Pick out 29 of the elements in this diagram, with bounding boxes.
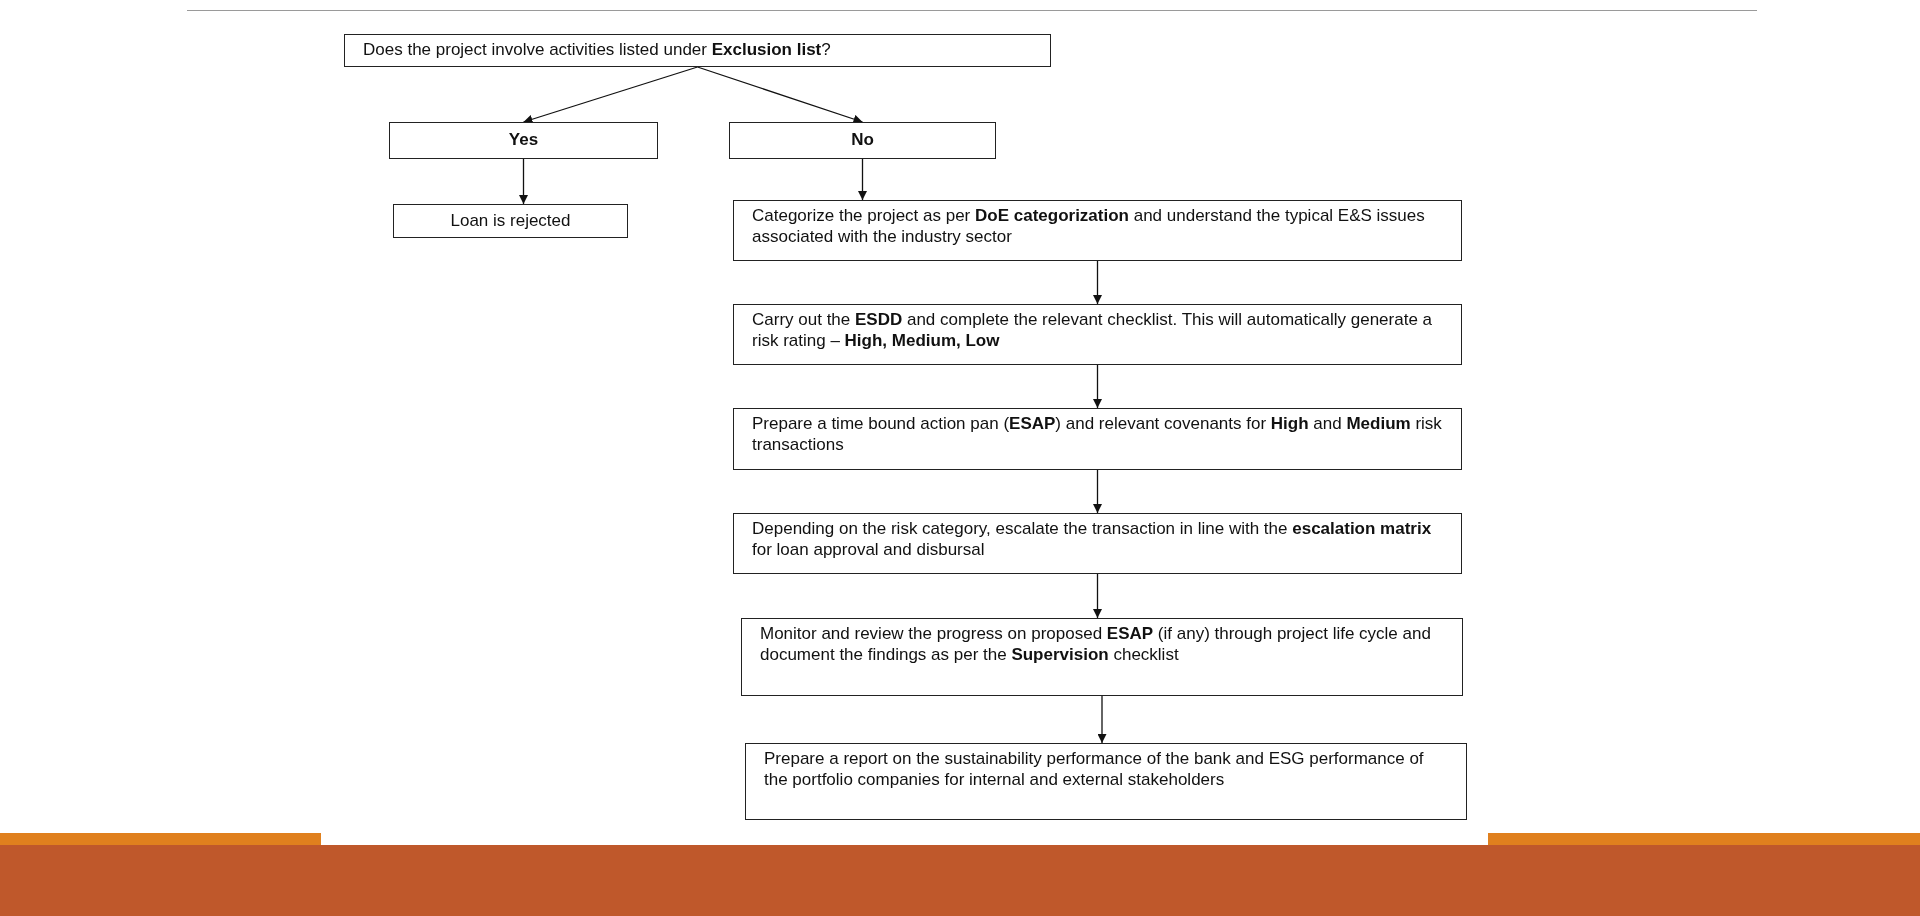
arrow bbox=[522, 66, 699, 124]
box-text: Yes bbox=[508, 130, 539, 151]
box-text: Does the project involve activities listed under Exclusion list? bbox=[363, 40, 831, 61]
box-text: Monitor and review the progress on proposed ESAP (if any) through project life cycle and document the findings as per the Supervision checklist bbox=[760, 624, 1432, 666]
process-box bbox=[389, 122, 658, 159]
arrow bbox=[1093, 573, 1102, 619]
arrow bbox=[1093, 260, 1102, 305]
arrow bbox=[696, 66, 864, 124]
arrow bbox=[1097, 695, 1107, 744]
box-text: Depending on the risk category, escalate the transaction in line with the escalation matrix for loan approval and disbursal bbox=[752, 519, 1433, 561]
box-text: Carry out the ESDD and complete the relevant checklist. This will automatically generate a risk rating – High, Medium, Low bbox=[752, 310, 1434, 352]
arrow bbox=[1093, 469, 1102, 514]
box-text: Prepare a report on the sustainability performance of the bank and ESG performance of the portfolio companies for internal and external stakeholders bbox=[764, 749, 1425, 791]
process-box bbox=[729, 122, 996, 159]
box-text: Categorize the project as per DoE categorization and understand the typical E&S issues associated with the industry sector bbox=[752, 206, 1426, 248]
arrow bbox=[519, 158, 528, 205]
box-text: Loan is rejected bbox=[450, 210, 571, 232]
process-box bbox=[733, 200, 1462, 261]
arrow bbox=[858, 158, 867, 201]
process-box bbox=[733, 408, 1462, 470]
arrow bbox=[1093, 364, 1102, 409]
box-text: Prepare a time bound action pan (ESAP) and relevant covenants for High and Medium risk transactions bbox=[752, 414, 1443, 456]
process-box bbox=[741, 618, 1463, 696]
process-box bbox=[733, 304, 1462, 365]
process-box bbox=[745, 743, 1467, 820]
process-box bbox=[393, 204, 628, 238]
box-text: No bbox=[851, 130, 874, 151]
process-box bbox=[733, 513, 1462, 574]
process-box bbox=[344, 34, 1051, 67]
